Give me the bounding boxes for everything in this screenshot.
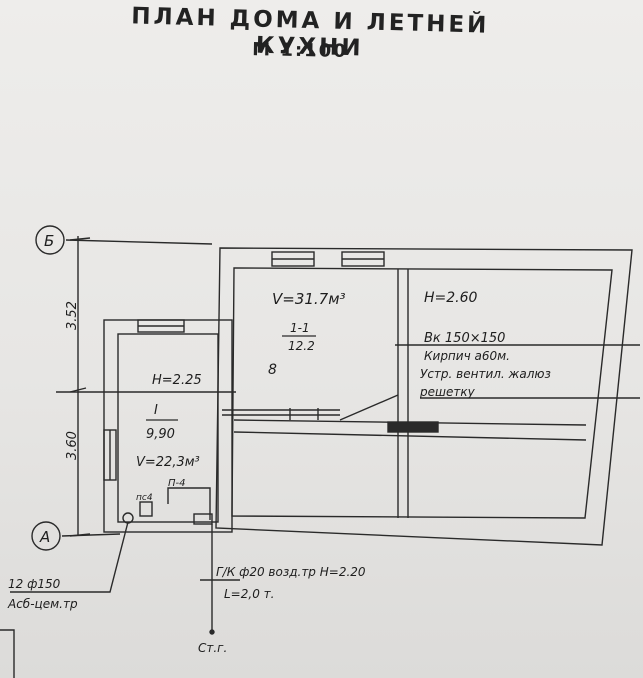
axis-bubble-a xyxy=(31,521,61,551)
dimension-lower: 3.60 xyxy=(65,431,80,460)
big-room-volume: V=31.7м³ xyxy=(272,290,346,308)
gas-meter xyxy=(193,513,213,525)
axis-bubble-b xyxy=(35,225,65,255)
right-room-height: H=2.60 xyxy=(424,290,478,306)
vent-box xyxy=(387,421,439,433)
stove-label: П-4 xyxy=(168,478,186,489)
note-line-4: решетку xyxy=(419,385,476,399)
note-line-2: Кирпич а60м. xyxy=(424,349,510,363)
axis-label-top: Б xyxy=(44,232,54,250)
chimney-line-1: 12 ф150 xyxy=(8,577,61,591)
big-room-label: 8 xyxy=(268,362,277,378)
big-room-fraction-bottom: 12.2 xyxy=(288,339,315,353)
stove xyxy=(139,501,153,517)
small-room-area: 9,90 xyxy=(146,427,175,442)
stove-small-label: пс4 xyxy=(136,493,153,503)
gas-riser-label: Ст.г. xyxy=(198,641,227,655)
gas-pipe xyxy=(167,487,211,520)
dimension-upper: 3.52 xyxy=(65,301,80,330)
small-room-volume: V=22,3м³ xyxy=(136,455,200,470)
axis-label-bottom: А xyxy=(39,528,50,546)
small-room-height: H=2.25 xyxy=(152,373,202,388)
small-room-number: I xyxy=(154,403,158,418)
chimney-line-2: Асб-цем.тр xyxy=(7,597,78,611)
interior-line-2 xyxy=(233,431,587,441)
chimney-leader xyxy=(10,521,129,593)
gas-line-2: L=2,0 т. xyxy=(224,587,274,601)
note-brick: Вк 150×150 xyxy=(424,331,505,346)
small-room-inner xyxy=(117,333,219,523)
big-room-fraction-top: 1-1 xyxy=(290,321,310,335)
note-line-3: Устр. вентил. жалюз xyxy=(420,367,551,381)
gas-line-1: Г/К ф20 возд.тр H=2.20 xyxy=(216,565,366,579)
